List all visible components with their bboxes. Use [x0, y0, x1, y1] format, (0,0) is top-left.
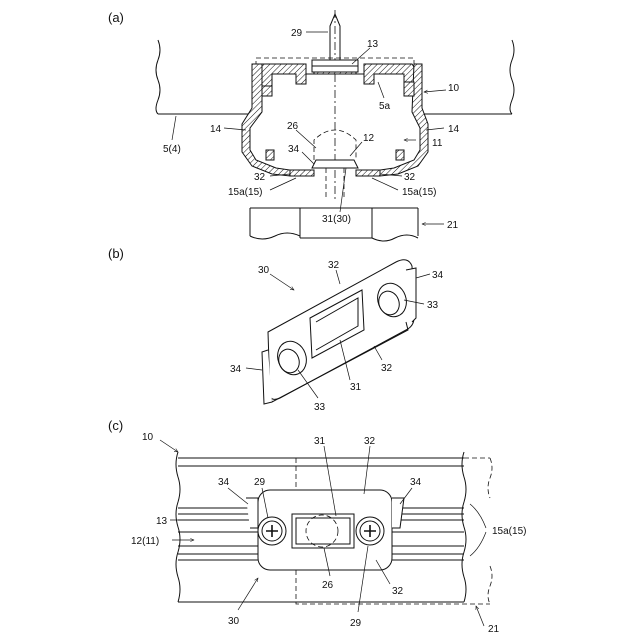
label-c-13: 13 — [156, 516, 168, 527]
label-b-30: 30 — [258, 265, 270, 276]
leader-c-30 — [238, 578, 258, 610]
bar-21-bottom — [250, 233, 418, 241]
label-a-11: 11 — [432, 138, 443, 149]
label-a-15a-right: 15a(15) — [402, 187, 436, 198]
label-c-10: 10 — [142, 432, 154, 443]
screw-29-left — [258, 517, 286, 545]
screw-29-right — [356, 517, 384, 545]
label-a-32-right: 32 — [404, 172, 416, 183]
label-a-15a-left: 15a(15) — [228, 187, 262, 198]
label-c-34-left: 34 — [218, 477, 230, 488]
leader-a-3130 — [340, 168, 346, 212]
figure-b: (b) 30 32 34 33 32 34 31 33 — [108, 246, 444, 413]
label-b-33-right: 33 — [427, 300, 439, 311]
rail-left-lip — [262, 86, 272, 96]
plate-32-right — [356, 170, 380, 176]
leader-a-13 — [352, 48, 370, 64]
label-b-34-right: 34 — [432, 270, 444, 281]
label-c-21: 21 — [488, 624, 500, 635]
tab-34-right-c — [392, 498, 404, 528]
label-a-26: 26 — [287, 121, 299, 132]
rail-right-hook — [396, 150, 404, 160]
leader-a-10 — [424, 90, 446, 92]
break-line-left — [156, 40, 160, 114]
label-a-5a: 5a — [379, 101, 391, 112]
label-a-3130: 31(30) — [322, 214, 351, 225]
label-a-14-left: 14 — [210, 124, 222, 135]
leader-a-54 — [172, 116, 176, 140]
label-a-10: 10 — [448, 83, 460, 94]
rail-break-right — [462, 452, 466, 602]
rail-break-left — [176, 452, 180, 602]
label-c-1211: 12(11) — [131, 536, 159, 547]
label-b-32-mid: 32 — [381, 363, 393, 374]
rail-left-hook — [266, 150, 274, 160]
leader-c-15a — [470, 504, 486, 556]
label-a-29: 29 — [291, 28, 303, 39]
label-a-13: 13 — [367, 39, 379, 50]
plate-30-section — [312, 160, 358, 168]
label-a-21: 21 — [447, 220, 459, 231]
leader-c-32-top — [364, 446, 370, 494]
leader-a-14-right — [426, 128, 444, 130]
label-b-33-left: 33 — [314, 402, 326, 413]
panel-label-b: (b) — [108, 246, 124, 261]
leader-b-32-top — [336, 270, 340, 284]
label-a-12: 12 — [363, 133, 375, 144]
label-a-14-right: 14 — [448, 124, 460, 135]
leader-a-15a-right — [372, 178, 398, 190]
label-b-34-left: 34 — [230, 364, 242, 375]
leader-c-10 — [160, 440, 178, 452]
label-a-34: 34 — [288, 144, 300, 155]
label-a-54: 5(4) — [163, 144, 181, 155]
leader-b-32-mid — [374, 346, 382, 360]
label-c-32-top: 32 — [364, 436, 376, 447]
leader-c-34-right — [400, 488, 412, 504]
label-c-30: 30 — [228, 616, 240, 627]
leader-a-5a — [378, 82, 384, 98]
label-c-29-top: 29 — [254, 477, 266, 488]
label-b-31: 31 — [350, 382, 362, 393]
label-c-34-right: 34 — [410, 477, 422, 488]
leader-b-30 — [270, 274, 294, 290]
slot-31-c — [292, 514, 354, 548]
label-c-29-bottom: 29 — [350, 618, 362, 629]
break-line-right — [510, 40, 514, 114]
panel-label-c: (c) — [108, 418, 123, 433]
plate-32-left — [290, 170, 314, 176]
figure-c: (c) — [108, 418, 526, 635]
leader-a-15a-left — [270, 178, 296, 190]
rail-right-lip — [404, 82, 414, 96]
leader-b-34-right — [416, 274, 430, 278]
label-a-32-left: 32 — [254, 172, 266, 183]
label-c-32-bottom: 32 — [392, 586, 404, 597]
figure-a: (a) — [108, 10, 514, 241]
leader-b-34-left — [246, 368, 262, 370]
tab-34-left-c — [246, 498, 258, 528]
label-c-31: 31 — [314, 436, 326, 447]
leader-a-34 — [302, 152, 314, 164]
label-c-15a: 15a(15) — [492, 526, 526, 537]
label-c-26: 26 — [322, 580, 334, 591]
label-b-32-top: 32 — [328, 260, 340, 271]
leader-c-21 — [476, 606, 484, 626]
panel-label-a: (a) — [108, 10, 124, 25]
leader-c-34-left — [228, 488, 248, 504]
